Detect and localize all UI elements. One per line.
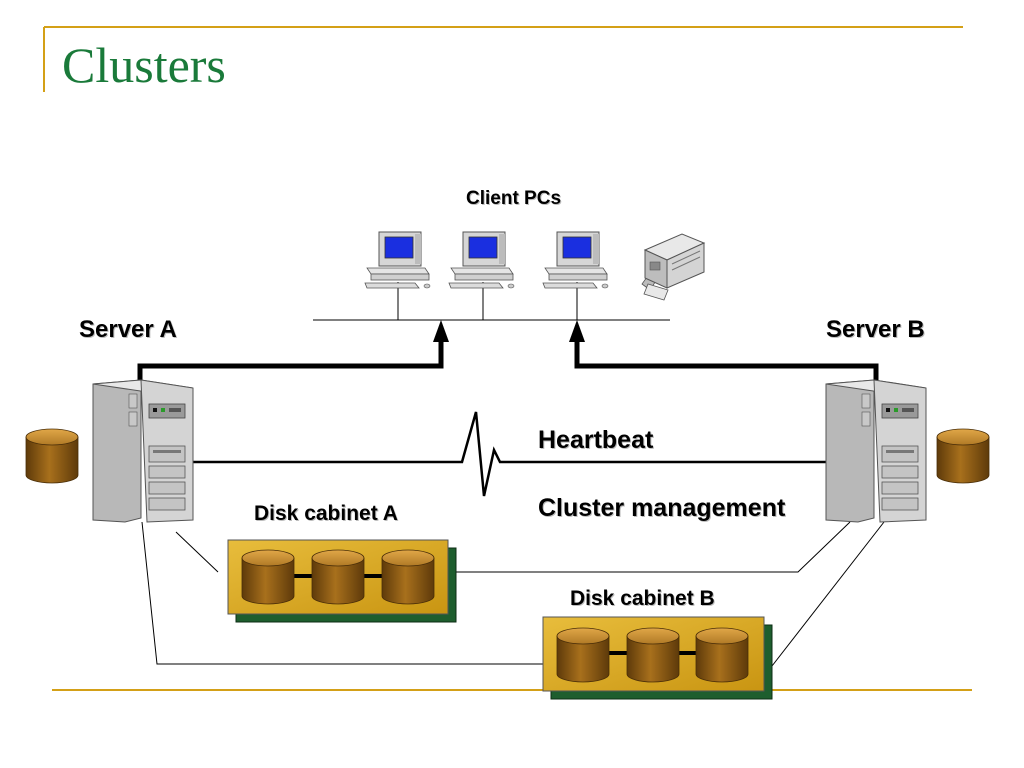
disk-cabinet-a-label: Disk cabinet A [254, 502, 398, 525]
slide-title: Clusters [62, 37, 226, 93]
server-a-disk-icon [25, 428, 79, 484]
server-a-label: Server A [79, 316, 177, 343]
heartbeat-link [192, 411, 826, 497]
heartbeat-label: Heartbeat [538, 426, 654, 454]
desktop-computer-icon-1 [364, 231, 431, 289]
client-pcs-label: Client PCs [466, 188, 562, 209]
disk-cabinet-b-icon [542, 616, 773, 700]
desktop-computer-icon-2 [448, 231, 515, 289]
disk-cabinet-a-icon [227, 539, 457, 623]
printer-icon [641, 233, 706, 301]
server-b-label: Server B [826, 316, 925, 343]
server-a-network-link [137, 332, 444, 380]
server-a-tower-icon [92, 379, 194, 523]
server-b-network-link [574, 332, 879, 380]
disk-cabinet-b-label: Disk cabinet B [570, 587, 715, 610]
desktop-computer-icon-3 [542, 231, 609, 289]
server-b-tower-icon [825, 379, 927, 523]
cluster-management-label: Cluster management [538, 494, 786, 522]
server-b-disk-icon [936, 428, 990, 484]
